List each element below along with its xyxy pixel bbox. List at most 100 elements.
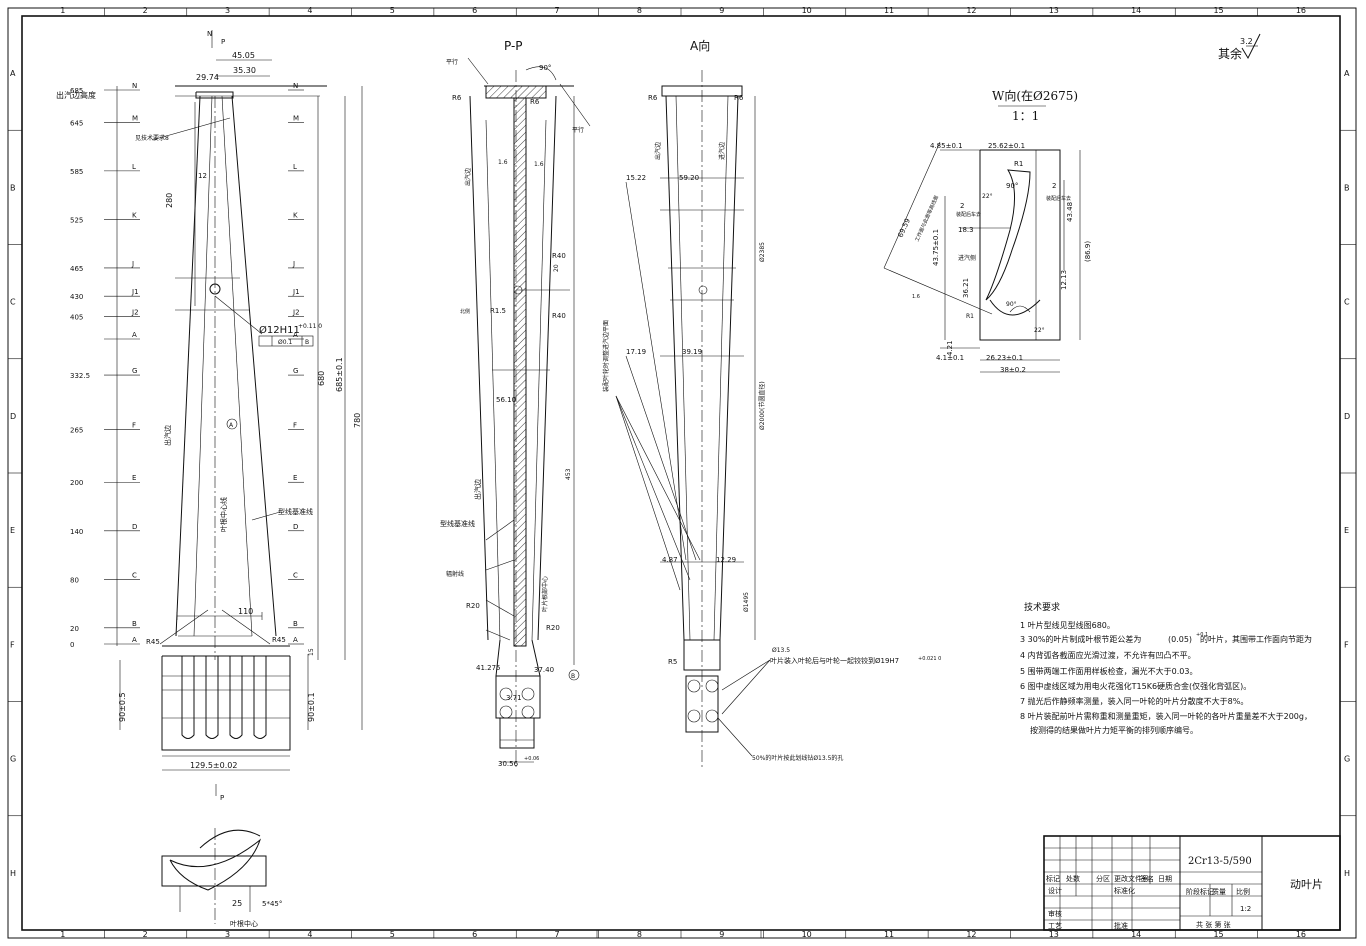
frame-col-4-top: 4 [307,6,312,15]
scale-letter-left-12: C [132,571,137,579]
tb-approve: 批准 [1114,921,1128,930]
r45-right: R45 [272,636,286,644]
rough-16a: 1.6 [498,159,508,166]
note-see-tech: 见技术要求8 [135,134,169,142]
frame-col-14-top: 14 [1131,6,1141,15]
scale-letter-left-4: J [131,260,134,268]
section-pp-title: P-P [504,39,523,53]
frame-col-16-bottom: 16 [1296,930,1306,939]
scale-letter-right-12: C [293,571,298,579]
tb-count: 处数 [1066,874,1080,883]
scale-letter-right-6: J2 [292,308,300,316]
w-86-9: (86.9) [1084,241,1092,262]
centerline-label: 叶根中心线 [219,497,228,532]
scale-value-1: 645 [70,119,83,127]
phi-2000: Ø2000(节圆直径) [758,381,766,430]
frame-col-11-top: 11 [884,6,894,15]
scale-letter-right-2: L [293,163,297,171]
dim-12-29: 12.29 [716,556,736,564]
frame-row-B-right: B [1344,183,1350,192]
scale-letter-right-7: A [293,331,298,339]
dim-30-tol: +0.06 [524,756,539,762]
circle-b: B [571,673,575,680]
frame-row-D-left: D [10,412,16,421]
w-25-62: 25.62±0.1 [988,142,1025,150]
tb-weight: 质量 [1212,887,1226,896]
dim-110: 110 [238,607,253,616]
phi-2385: Ø2385 [759,242,766,262]
scale-header: 出汽边高度 [56,90,96,100]
w-36-21: 36.21 [962,278,970,298]
drawing-frame [7,7,1357,939]
frame-col-1-bottom: 1 [60,930,65,939]
scale-letter-left-1: M [132,114,138,122]
tb-sign: 签名 [1140,874,1154,883]
dim-780: 780 [353,413,362,428]
scale-value-13: 20 [70,625,79,633]
tb-design: 设计 [1048,886,1062,895]
tb-change-doc: 更改文件号 [1114,874,1149,883]
frame-col-15-bottom: 15 [1213,930,1223,939]
frame-row-E-left: E [10,526,15,535]
frame-col-11-bottom: 11 [884,930,894,939]
frame-row-A-left: A [10,69,16,78]
frame-col-7-top: 7 [554,6,559,15]
w-18-3: 18.3 [958,226,974,234]
material-cell: 2Cr13-5/590 [1188,856,1252,867]
dim-25: 25 [232,899,242,908]
scale-value-11: 140 [70,528,83,536]
frame-col-13-bottom: 13 [1049,930,1059,939]
frame-row-H-left: H [10,869,16,878]
frame-col-8-top: 8 [637,6,642,15]
tb-date: 日期 [1158,875,1172,883]
frame-row-B-left: B [10,183,16,192]
r45-left: R45 [146,638,160,646]
scale-letter-left-2: L [132,163,136,171]
scale-letter-left-0: N [132,82,137,90]
frame-row-A-right: A [1344,69,1350,78]
w-assy2: 装配后车去 [956,211,981,218]
tb-stage: 阶段标记 [1186,887,1214,896]
tech-item-6: 6 图中虚线区域为用电火花强化T15K6硬质合金(仅强化背弧区)。 [1020,681,1251,691]
measure-scale-bar [596,929,762,939]
frame-col-6-bottom: 6 [472,930,477,939]
frame-col-4-bottom: 4 [307,930,312,939]
w-43-75: 43.75±0.1 [932,229,940,266]
scale-value-5: 430 [70,293,83,301]
frame-col-13-top: 13 [1049,6,1059,15]
frame-col-3-bottom: 3 [225,930,230,939]
dim-29: 29.74 [196,73,219,82]
w-2: 2 [1052,182,1056,190]
view-a-title: A向 [690,38,710,53]
scale-letter-right-4: J [292,260,295,268]
circle-a: A [229,422,234,429]
view-a-inlet: 进汽边 [718,142,726,160]
tech-item-1: 1 叶片型线见型线图680。 [1020,620,1115,630]
w-22: 22° [982,193,993,200]
scale-letter-left-8: G [132,367,137,375]
frame-col-5-bottom: 5 [390,930,395,939]
dim-280: 280 [165,193,174,208]
frame-col-6-top: 6 [472,6,477,15]
r20-left: R20 [466,602,480,610]
tb-zone: 分区 [1096,874,1110,883]
frame-zone-labels: 1122334455667788991010111112121313141415… [10,6,1350,939]
frame-col-2-bottom: 2 [143,930,148,939]
view-a: A向 R6 R6 15.22 59.20 17.19 39.1 [602,38,941,770]
w-rough: 1.6 [912,294,920,300]
scale-value-8: 332.5 [70,372,90,380]
tech-item-4: 4 内背弧各截面应光滑过渡，不允许有凹凸不平。 [1020,650,1196,660]
view-w-scale: 1：1 [1012,109,1039,123]
scale-letter-right-8: G [293,367,298,375]
w-assy: 装配后车去 [1046,195,1071,202]
w-43-48: 43.48 [1066,202,1074,222]
dim-680: 680 [317,371,326,386]
hole-dim: Ø12H11 [259,324,300,336]
scale-value-9: 265 [70,427,83,435]
scale-value-14: 0 [70,641,74,649]
w-2b: 2 [960,202,964,210]
scale-letter-left-10: E [132,474,136,482]
surface-roughness-note: 其余 3.2 [1218,33,1261,61]
frame-row-F-right: F [1344,640,1349,649]
